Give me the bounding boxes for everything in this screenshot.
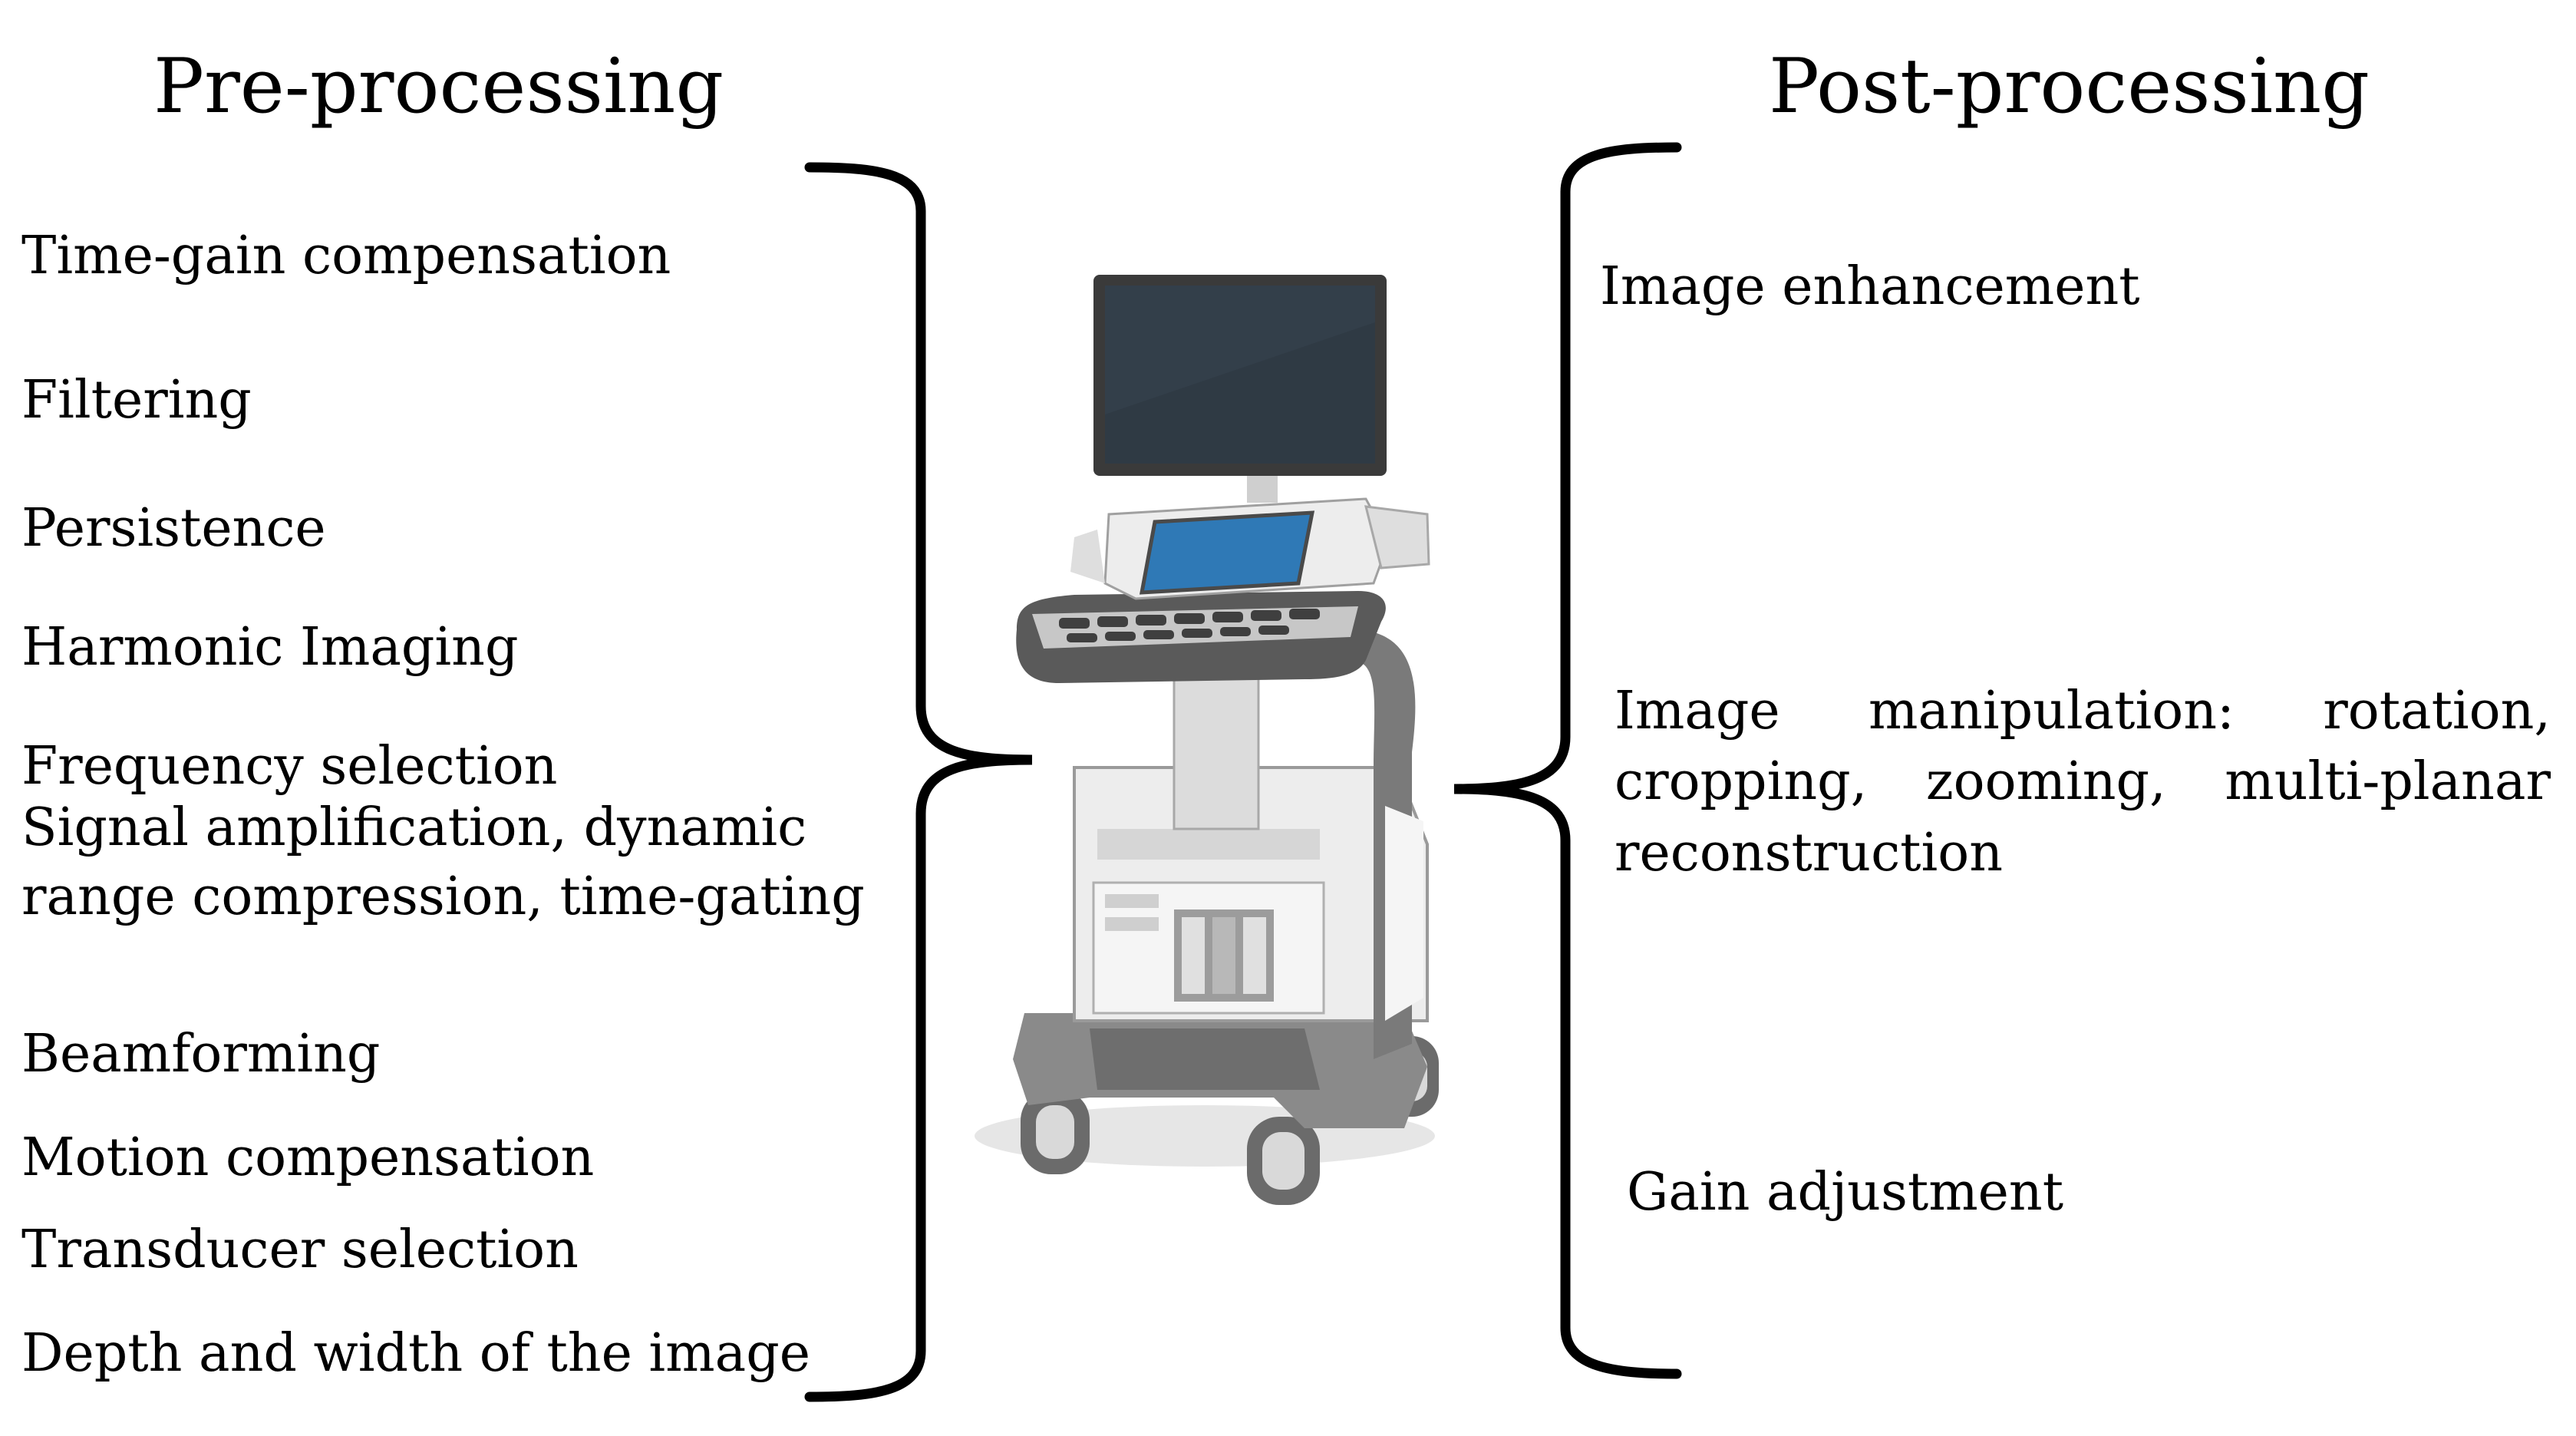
pre-item-depth-width: Depth and width of the image [21, 1323, 810, 1384]
pre-item-filtering: Filtering [21, 370, 252, 431]
post-item-gain-adjustment: Gain adjustment [1627, 1162, 2064, 1223]
touch-screen-icon [1139, 510, 1315, 595]
ultrasound-machine-illustration [975, 275, 1439, 1205]
pre-item-beamforming: Beamforming [21, 1024, 381, 1084]
wheel-icon [1247, 1117, 1320, 1205]
manipulation-word: zooming, [1925, 751, 2166, 812]
post-item-manipulation-line3: reconstruction [1615, 823, 2003, 883]
pre-item-time-gain-compensation: Time-gain compensation [21, 226, 671, 286]
post-processing-title: Post-processing [1769, 43, 2370, 130]
pre-item-motion-compensation: Motion compensation [21, 1127, 595, 1188]
manipulation-word: manipulation: [1869, 681, 2235, 741]
manipulation-word: Image [1615, 681, 1780, 741]
post-item-image-enhancement: Image enhancement [1600, 256, 2140, 317]
pre-item-persistence: Persistence [21, 498, 326, 559]
pre-processing-brace [804, 162, 1033, 1402]
manipulation-word: rotation, [2323, 681, 2551, 741]
pre-item-harmonic-imaging: Harmonic Imaging [21, 617, 519, 678]
pre-item-signal-amplification: Signal amplification, dynamic [21, 797, 807, 858]
wheel-icon [1021, 1090, 1090, 1174]
pre-item-range-compression: range compression, time-gating [21, 867, 865, 927]
manipulation-word: cropping, [1615, 751, 1868, 812]
pre-item-transducer-selection: Transducer selection [21, 1220, 579, 1280]
post-processing-brace [1453, 142, 1682, 1379]
pre-item-frequency-selection: Frequency selection [21, 736, 558, 797]
post-item-manipulation-line2: cropping, zooming, multi-planar [1615, 756, 2551, 808]
pre-processing-title: Pre-processing [153, 43, 724, 130]
manipulation-word: multi-planar [2225, 751, 2551, 812]
post-item-manipulation-line1: Image manipulation: rotation, [1615, 685, 2551, 738]
